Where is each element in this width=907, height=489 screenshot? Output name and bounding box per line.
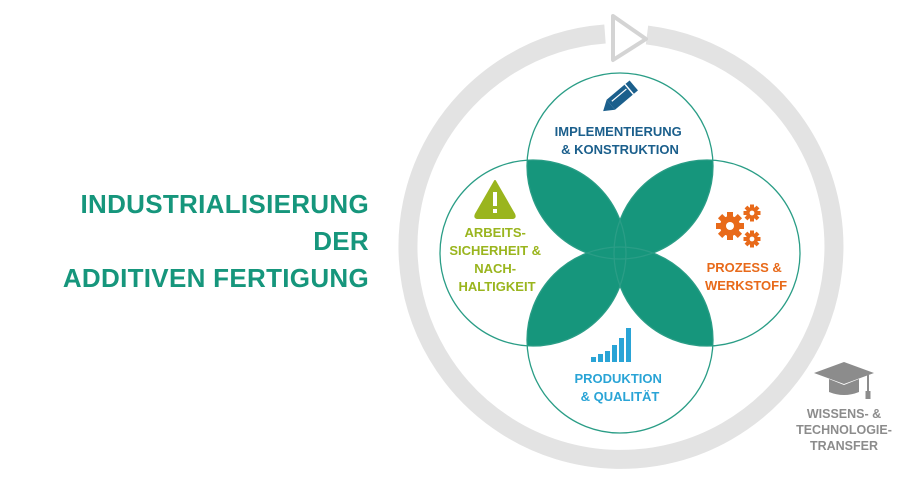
pencil-icon [603, 80, 638, 112]
title-line-2: DER [313, 226, 369, 256]
segment-left-label: ARBEITS- SICHERHEIT & NACH- HALTIGKEIT [449, 225, 544, 294]
title-line-3: ADDITIVEN FERTIGUNG [62, 263, 369, 293]
cycle-arrow-icon [611, 14, 648, 62]
gears-icon [716, 204, 761, 248]
page-title: INDUSTRIALISIERUNG DER ADDITIVEN FERTIGU… [63, 186, 369, 297]
graduation-cap-icon [814, 362, 874, 399]
transfer-label: WISSENS- & TECHNOLOGIE- TRANSFER [796, 407, 892, 453]
title-line-1: INDUSTRIALISIERUNG [80, 189, 369, 219]
circle-bottom [526, 246, 714, 434]
segment-right-label: PROZESS & WERKSTOFF [705, 260, 787, 293]
segment-top-label: IMPLEMENTIERUNG & KONSTRUKTION [555, 124, 686, 157]
bar-chart-icon [591, 328, 631, 362]
circle-left [439, 159, 627, 347]
cycle-ring [398, 24, 844, 469]
circle-right [613, 159, 801, 347]
transfer-block: WISSENS- & TECHNOLOGIE- TRANSFER [784, 360, 904, 454]
segment-bottom-label: PRODUKTION & QUALITÄT [574, 371, 665, 404]
circle-top [526, 72, 714, 260]
warning-icon [474, 180, 516, 219]
